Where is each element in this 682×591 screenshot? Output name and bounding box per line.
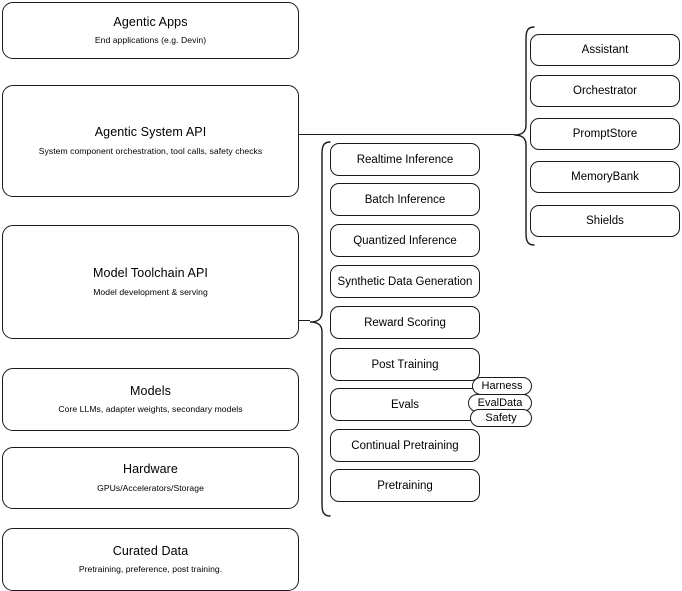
layer-subtitle: Model development & serving — [93, 286, 208, 297]
toolchain-chip-reward-scoring[interactable]: Reward Scoring — [330, 306, 480, 339]
layer-subtitle: GPUs/Accelerators/Storage — [97, 482, 204, 493]
toolchain-chip-batch-inference[interactable]: Batch Inference — [330, 183, 480, 216]
chip-label: Realtime Inference — [356, 153, 454, 166]
chip-label: Continual Pretraining — [351, 439, 459, 452]
system-components-brace-icon — [513, 26, 535, 246]
evals-tag-safety[interactable]: Safety — [470, 409, 532, 427]
chip-label: Orchestrator — [573, 85, 637, 97]
toolchain-brace-icon — [309, 141, 331, 517]
layer-title: Models — [130, 383, 171, 398]
layer-title: Model Toolchain API — [93, 266, 208, 281]
chip-label: Reward Scoring — [364, 316, 446, 329]
system-chip-assistant[interactable]: Assistant — [530, 34, 680, 66]
toolchain-chip-evals[interactable]: Evals — [330, 388, 480, 421]
system-chip-orchestrator[interactable]: Orchestrator — [530, 75, 680, 107]
chip-label: PromptStore — [572, 128, 638, 140]
layer-box-models[interactable]: Models Core LLMs, adapter weights, secon… — [2, 368, 299, 431]
layer-title: Curated Data — [112, 543, 189, 558]
connector-system-api-to-components — [299, 134, 514, 136]
layer-subtitle: Core LLMs, adapter weights, secondary mo… — [58, 404, 243, 415]
chip-label: Batch Inference — [364, 193, 446, 206]
system-chip-shields[interactable]: Shields — [530, 205, 680, 237]
layer-box-hardware[interactable]: Hardware GPUs/Accelerators/Storage — [2, 447, 299, 509]
evals-tag-evaldata[interactable]: EvalData — [468, 394, 532, 412]
toolchain-chip-pretraining[interactable]: Pretraining — [330, 469, 480, 502]
layer-subtitle: End applications (e.g. Devin) — [94, 35, 207, 46]
layer-subtitle: System component orchestration, tool cal… — [38, 145, 263, 156]
toolchain-chip-quantized-inference[interactable]: Quantized Inference — [330, 224, 480, 257]
layer-box-model-toolchain-api[interactable]: Model Toolchain API Model development & … — [2, 225, 299, 339]
toolchain-chip-realtime-inference[interactable]: Realtime Inference — [330, 143, 480, 176]
pill-label: Harness — [481, 380, 523, 392]
pill-label: EvalData — [477, 397, 523, 409]
toolchain-chip-synthetic-data-generation[interactable]: Synthetic Data Generation — [330, 265, 480, 298]
chip-label: Synthetic Data Generation — [337, 275, 473, 288]
layer-box-agentic-apps[interactable]: Agentic Apps End applications (e.g. Devi… — [2, 2, 299, 59]
layer-subtitle: Pretraining, preference, post training. — [78, 564, 223, 575]
layer-title: Hardware — [123, 462, 178, 477]
toolchain-chip-continual-pretraining[interactable]: Continual Pretraining — [330, 429, 480, 462]
layer-title: Agentic Apps — [113, 14, 188, 29]
chip-label: MemoryBank — [571, 171, 639, 183]
chip-label: Post Training — [371, 358, 439, 371]
chip-label: Shields — [586, 215, 624, 227]
chip-label: Assistant — [581, 44, 629, 56]
chip-label: Pretraining — [377, 479, 433, 492]
connector-toolchain-api-to-components — [299, 320, 310, 322]
toolchain-chip-post-training[interactable]: Post Training — [330, 348, 480, 381]
chip-label: Evals — [390, 398, 420, 411]
layer-box-curated-data[interactable]: Curated Data Pretraining, preference, po… — [2, 528, 299, 591]
system-chip-promptstore[interactable]: PromptStore — [530, 118, 680, 150]
chip-label: Quantized Inference — [353, 234, 457, 247]
pill-label: Safety — [485, 412, 517, 424]
layer-title: Agentic System API — [94, 125, 207, 140]
evals-tag-harness[interactable]: Harness — [472, 377, 532, 395]
layer-box-agentic-system-api[interactable]: Agentic System API System component orch… — [2, 85, 299, 197]
system-chip-memorybank[interactable]: MemoryBank — [530, 161, 680, 193]
